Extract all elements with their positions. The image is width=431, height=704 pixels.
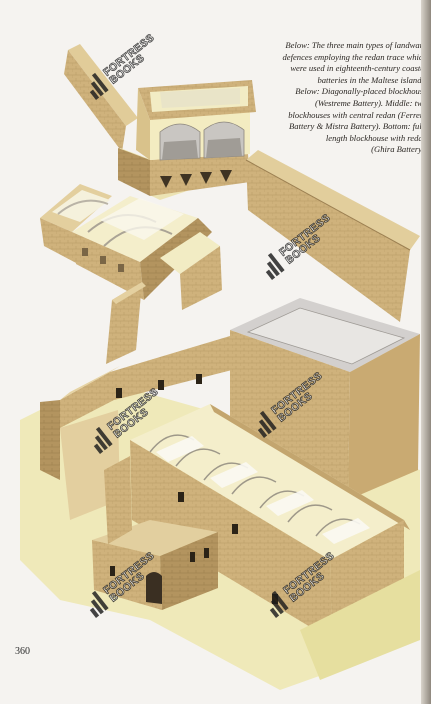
caption-line: were used in eighteenth-century coastal xyxy=(290,63,427,74)
caption-line: (Għira Battery). xyxy=(371,144,427,155)
caption-line: defences employing the redan trace which xyxy=(282,51,427,62)
westreme-battery-drawing xyxy=(64,44,420,322)
caption-line: batteries in the Maltese islands. xyxy=(317,74,427,85)
caption-line: Below: Diagonally-placed blockhouse xyxy=(295,86,427,97)
caption-line: blockhouses with central redan (Ferretti xyxy=(288,109,427,120)
ghira-battery-drawing xyxy=(20,298,420,690)
ferretti-mistra-battery-drawing xyxy=(40,184,222,364)
caption-line: (Westreme Battery). Middle: two xyxy=(314,97,427,108)
book-spine-shadow xyxy=(421,0,431,704)
page-number: 360 xyxy=(15,646,30,657)
caption-line: Below: The three main types of landward xyxy=(285,40,427,50)
figure-caption: Below: The three main types of landward … xyxy=(262,40,427,156)
caption-line: length blockhouse with redan xyxy=(325,132,427,143)
caption-line: Battery & Mistra Battery). Bottom: full- xyxy=(289,121,427,132)
